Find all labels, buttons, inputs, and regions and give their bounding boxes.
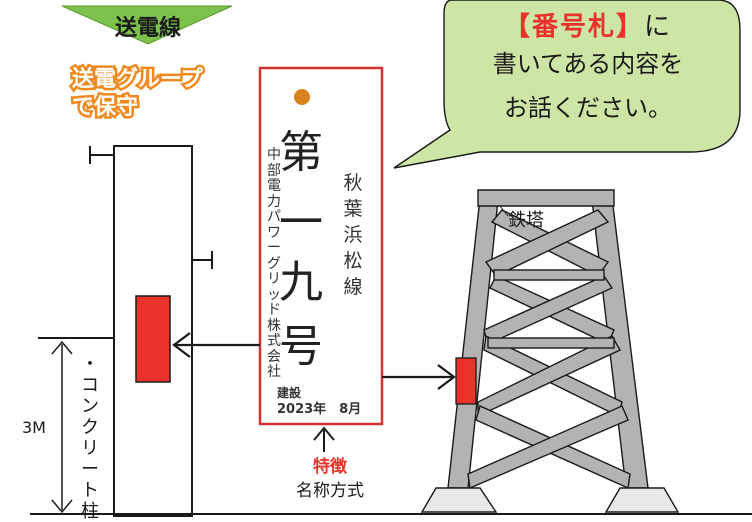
tower-foot-left — [420, 487, 498, 513]
arrow-to-tower-head — [437, 364, 456, 390]
group-label-line1: 送電グループ — [70, 65, 206, 95]
bubble-highlight: 番号札 — [531, 12, 616, 42]
plate-char-ichi: 一 — [279, 197, 323, 248]
group-label-line2: で保守 — [70, 93, 141, 123]
bubble-line2: 書いてある内容を — [492, 50, 684, 78]
up-arrow-head — [313, 426, 335, 441]
bubble-line3: お話ください。 — [504, 94, 672, 122]
speech-bubble — [393, 0, 741, 169]
plate-built-label: 建設 — [277, 386, 302, 400]
height-label: 3M — [22, 418, 46, 437]
steel-tower — [447, 189, 649, 490]
pole-number-plate — [135, 295, 171, 383]
plate-char-kyu: 九 — [279, 257, 323, 308]
bubble-line1: 【番号札】に — [438, 6, 738, 43]
bubble-bracket-close: 】 — [616, 12, 645, 42]
height-arrow-bottom — [51, 499, 73, 514]
tower-label: 鉄塔 — [508, 210, 544, 231]
plate-char-go: 号 — [279, 321, 323, 372]
plate-company-name: 中部電力パワーグリッド株式会社 — [267, 147, 281, 380]
power-line-triangle — [61, 5, 233, 45]
pole-type-label: ・コンクリート柱 — [81, 354, 99, 522]
bubble-bracket-open: 【 — [503, 12, 532, 42]
bubble-suffix: に — [644, 12, 673, 42]
tower-number-plate — [455, 357, 477, 405]
plate-date: 2023年 8月 — [277, 402, 362, 417]
group-maintenance-label: 送電グループ で保守 — [70, 65, 242, 123]
tower-label-pointer — [499, 205, 509, 217]
plate-dot — [294, 89, 310, 105]
plate-line-name: 秋葉浜松線 — [343, 172, 363, 298]
tower-foot-right — [604, 487, 680, 513]
feature-label: 特徴 — [313, 457, 347, 477]
naming-label: 名称方式 — [296, 481, 364, 501]
arrow-to-pole-head — [172, 332, 191, 358]
number-plate — [258, 66, 384, 426]
power-line-label: 送電線 — [114, 16, 181, 41]
height-arrow-top — [51, 340, 73, 355]
plate-char-dai: 第 — [279, 127, 323, 178]
